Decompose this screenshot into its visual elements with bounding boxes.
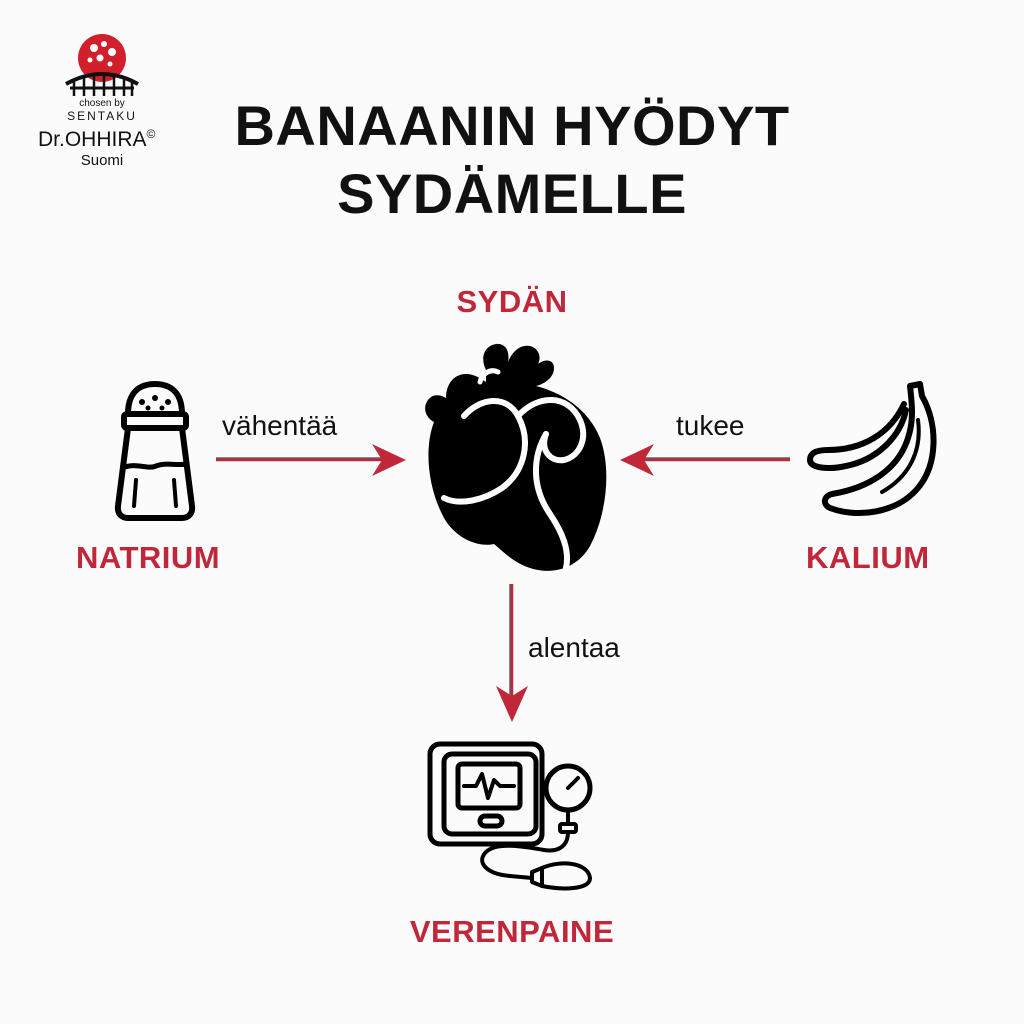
heart-icon <box>425 343 607 571</box>
page-title-line-2: SYDÄMELLE <box>337 162 687 225</box>
brand-region: Suomi <box>80 152 124 169</box>
edge-label-potassium-to-heart: tukee <box>676 410 745 441</box>
blood-pressure-label: VERENPAINE <box>409 914 615 949</box>
heart-label: SYDÄN <box>456 284 568 319</box>
arrow-sodium-to-heart <box>216 444 406 476</box>
brand-chosen-by: chosen by <box>79 98 125 109</box>
edge-label-sodium-to-heart: vähentää <box>222 410 338 441</box>
blood-pressure-monitor-icon <box>427 741 593 891</box>
brand-name-text: Dr.OHHIRA <box>38 128 147 151</box>
arrow-heart-to-pressure <box>496 584 528 722</box>
potassium-label: KALIUM <box>806 540 930 575</box>
brand-sentaku: SENTAKU <box>67 109 137 123</box>
brand-name: Dr.OHHIRA© <box>38 127 155 152</box>
page-title-line-1: BANAANIN HYÖDYT <box>234 94 790 157</box>
edge-label-heart-to-pressure: alentaa <box>528 632 620 663</box>
sodium-label: NATRIUM <box>76 540 221 575</box>
banana-icon <box>807 381 937 516</box>
brand-emblem-icon <box>65 34 139 96</box>
brand-mark: © <box>146 127 156 141</box>
salt-shaker-icon <box>114 381 196 521</box>
arrow-potassium-to-heart <box>620 444 790 476</box>
